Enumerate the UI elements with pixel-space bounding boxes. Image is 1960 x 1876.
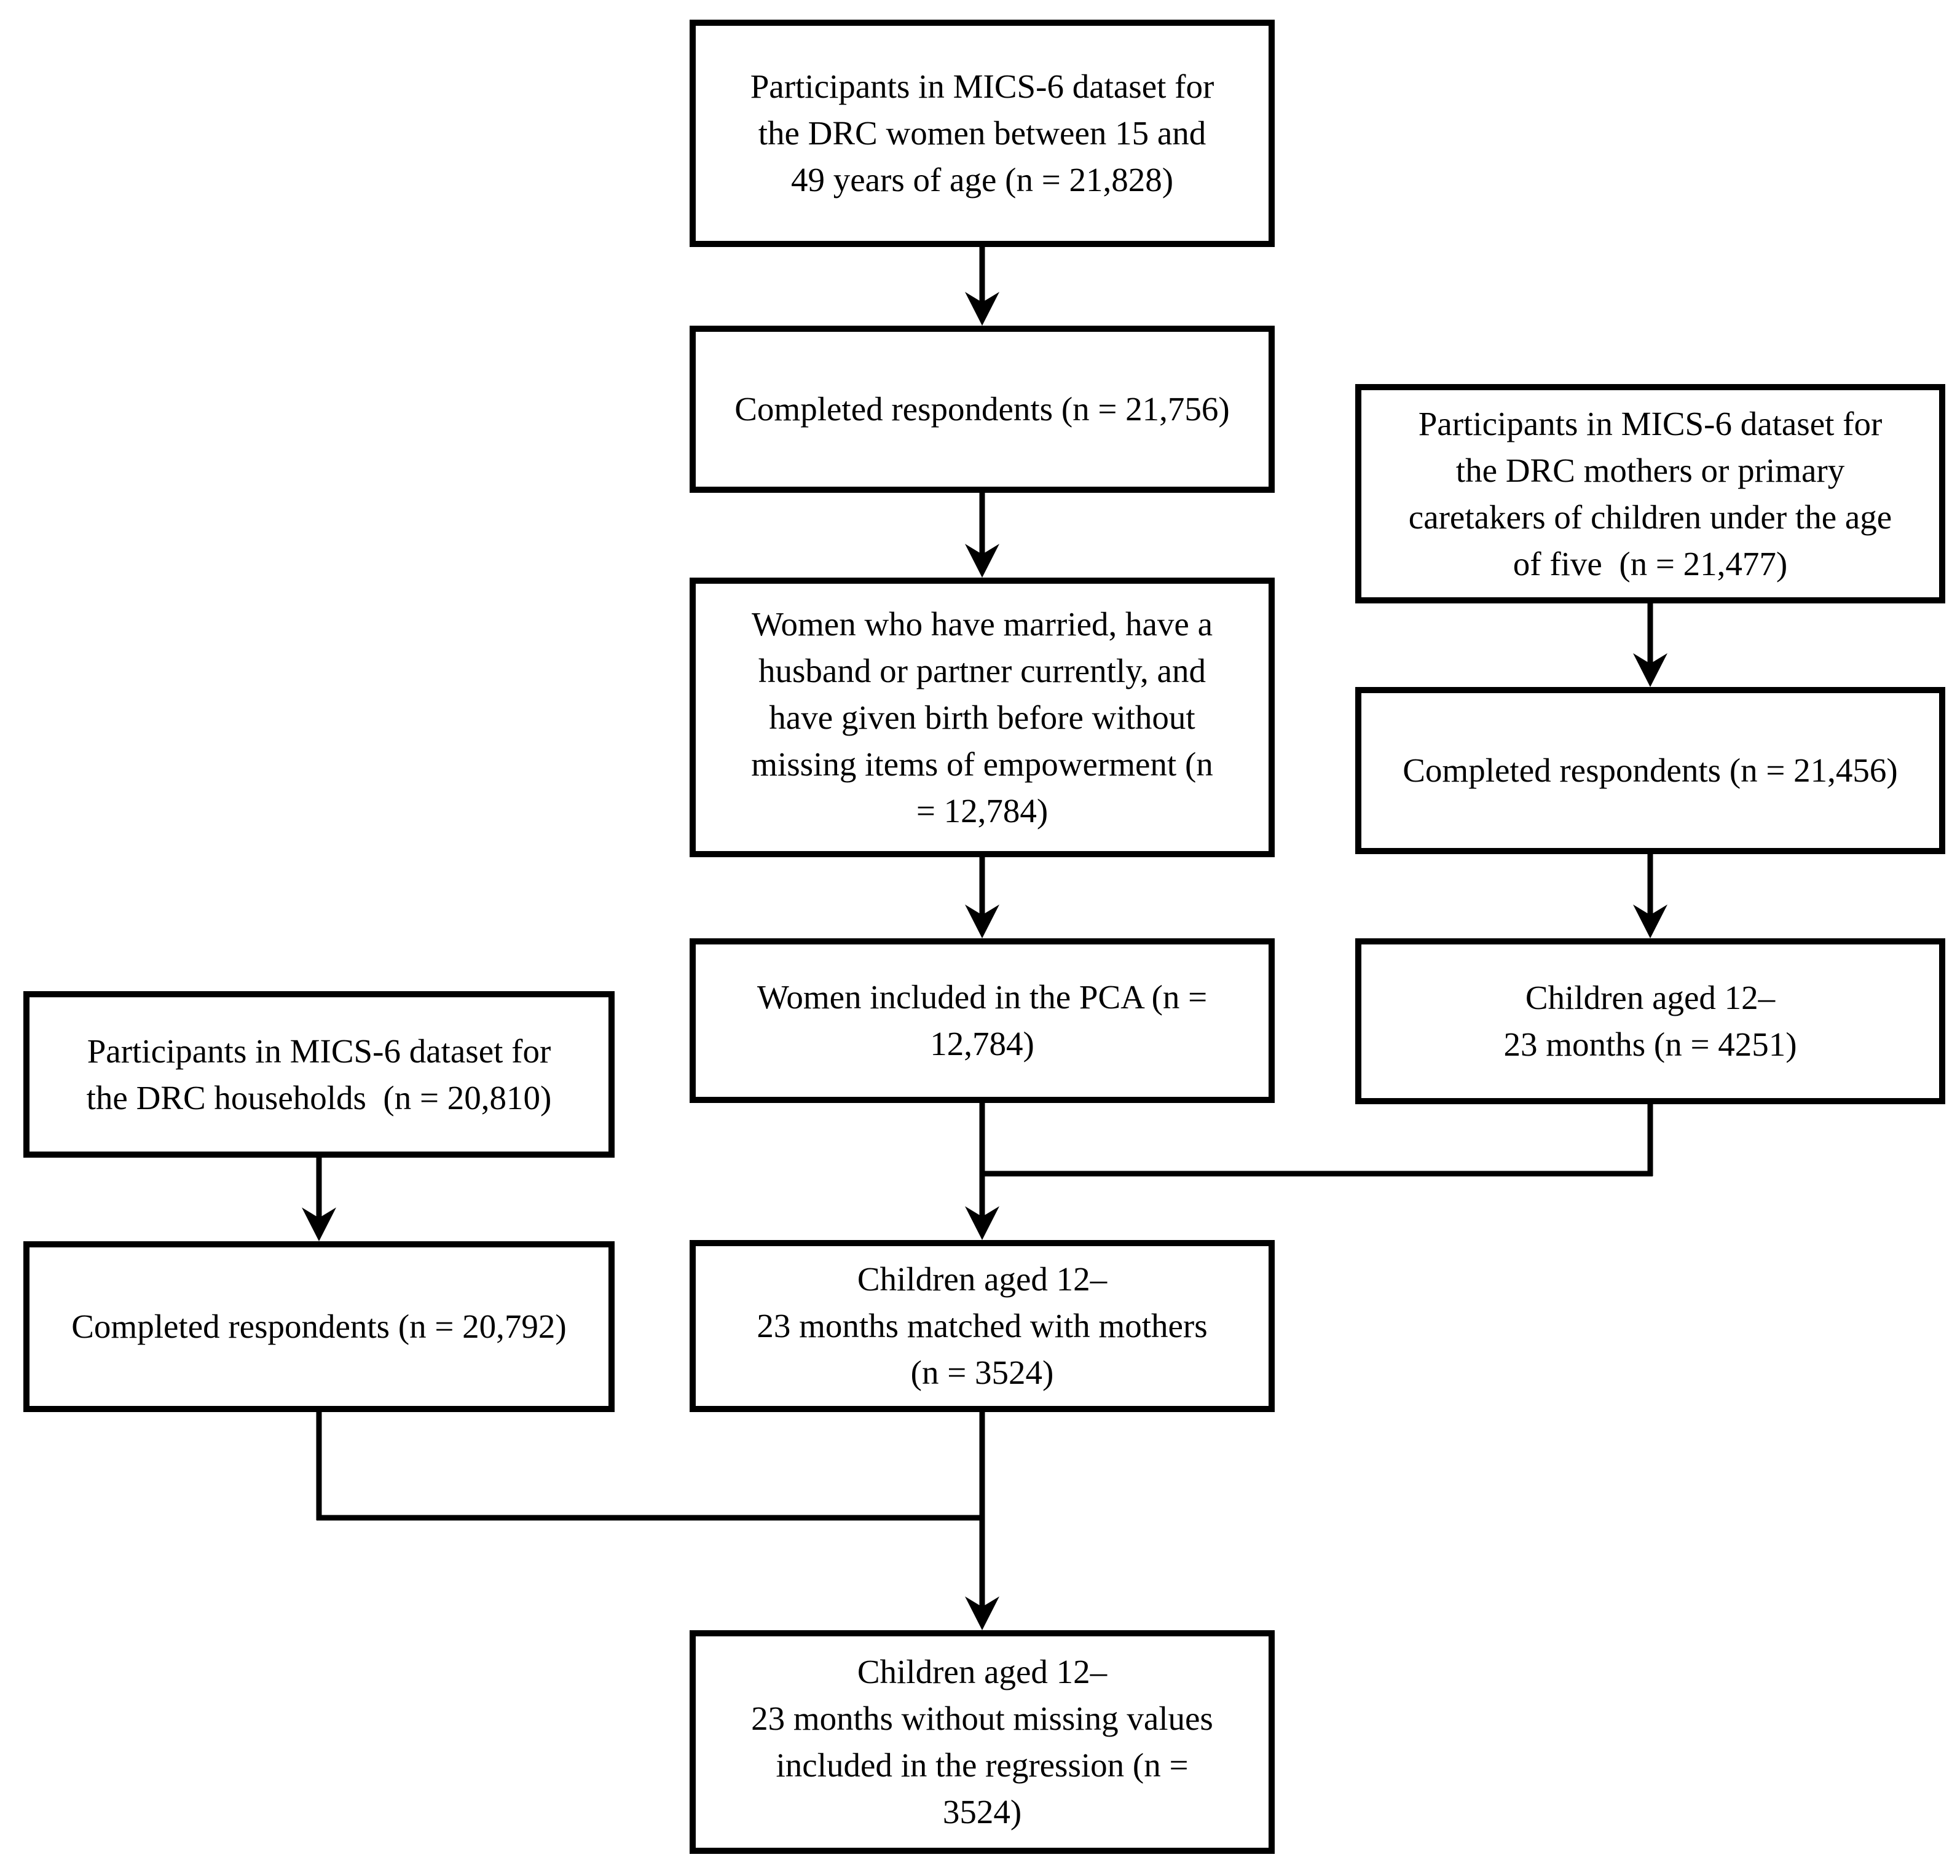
- box-text-line: Participants in MICS-6 dataset for: [750, 68, 1214, 105]
- box-children-matched-with-mothers: Children aged 12– 23 months matched with…: [690, 1240, 1275, 1412]
- box-women-dataset: Participants in MICS-6 dataset for the D…: [690, 20, 1275, 247]
- box-women-pca: Women included in the PCA (n = 12,784): [690, 938, 1275, 1103]
- arrowhead-households-completed: [302, 1207, 336, 1241]
- box-text-line: 23 months without missing values: [751, 1700, 1213, 1737]
- box-text-line: Children aged 12–: [857, 1653, 1108, 1690]
- box-women-completed: Completed respondents (n = 21,756): [690, 326, 1275, 493]
- box-text-line: Completed respondents (n = 20,792): [71, 1308, 567, 1345]
- box-children-regression: Children aged 12– 23 months without miss…: [690, 1630, 1275, 1854]
- box-mothers-dataset: Participants in MICS-6 dataset for the D…: [1355, 384, 1945, 603]
- box-text-line: Women who have married, have a: [752, 605, 1213, 643]
- box-text-line: 3524): [942, 1793, 1022, 1831]
- arrowhead-women-completed: [965, 292, 999, 326]
- box-text-line: 23 months (n = 4251): [1503, 1026, 1797, 1063]
- arrowhead-women-pca: [965, 905, 999, 938]
- box-text-line: Children aged 12–: [857, 1260, 1108, 1298]
- box-text-line: 23 months matched with mothers: [757, 1307, 1208, 1344]
- box-text-line: Children aged 12–: [1525, 979, 1776, 1016]
- box-text-line: the DRC women between 15 and: [758, 114, 1206, 152]
- arrowhead-women-married: [965, 544, 999, 578]
- box-children-12-23-months: Children aged 12– 23 months (n = 4251): [1355, 938, 1945, 1104]
- box-text-line: 12,784): [930, 1025, 1034, 1062]
- box-text-line: (n = 3524): [910, 1354, 1054, 1391]
- box-text-line: the DRC mothers or primary: [1455, 451, 1845, 489]
- arrowhead-mothers-completed: [1633, 653, 1667, 687]
- box-text-line: Participants in MICS-6 dataset for: [1418, 404, 1883, 442]
- box-text-line: Women included in the PCA (n =: [757, 978, 1208, 1016]
- box-women-married: Women who have married, have a husband o…: [690, 578, 1275, 857]
- box-households-dataset: Participants in MICS-6 dataset for the D…: [23, 991, 615, 1158]
- box-text-line: = 12,784): [916, 791, 1049, 830]
- box-households-completed: Completed respondents (n = 20,792): [23, 1241, 615, 1412]
- arrowhead-children-12-23: [1633, 905, 1667, 938]
- arrowhead-children-regression: [965, 1596, 999, 1630]
- box-text-line: the DRC households (n = 20,810): [86, 1078, 552, 1117]
- box-mothers-completed: Completed respondents (n = 21,456): [1355, 687, 1945, 854]
- box-text-line: have given birth before without: [769, 698, 1195, 736]
- box-text-line: Completed respondents (n = 21,756): [734, 390, 1230, 428]
- box-text-line: husband or partner currently, and: [758, 651, 1206, 689]
- box-text-line: missing items of empowerment (n: [751, 745, 1213, 783]
- box-text-line: caretakers of children under the age: [1408, 498, 1892, 536]
- box-text-line: Participants in MICS-6 dataset for: [87, 1032, 551, 1070]
- box-text-line: of five (n = 21,477): [1513, 544, 1788, 583]
- box-text-line: 49 years of age (n = 21,828): [790, 161, 1174, 198]
- box-text-line: included in the regression (n =: [776, 1746, 1189, 1784]
- box-text-line: Completed respondents (n = 21,456): [1403, 752, 1898, 789]
- arrowhead-children-matched: [965, 1206, 999, 1240]
